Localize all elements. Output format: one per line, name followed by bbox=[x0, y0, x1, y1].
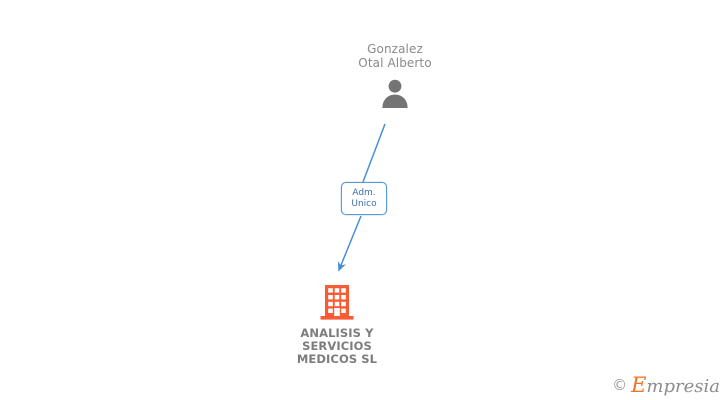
person-icon bbox=[382, 79, 408, 108]
connector-person-to-relation bbox=[362, 123, 386, 183]
brand-rest: mpresia bbox=[646, 376, 720, 397]
person-icon-wrap bbox=[300, 77, 490, 111]
brand-name: Empresia bbox=[631, 375, 720, 396]
relation-label-line2: Unico bbox=[351, 198, 377, 209]
company-name: ANALISIS Y SERVICIOS MEDICOS SL bbox=[296, 326, 378, 366]
watermark: © Empresia bbox=[612, 375, 720, 396]
building-icon bbox=[320, 285, 354, 320]
company-node[interactable]: ANALISIS Y SERVICIOS MEDICOS SL bbox=[242, 281, 432, 366]
copyright-icon: © bbox=[612, 376, 628, 394]
brand-initial: E bbox=[631, 373, 647, 397]
company-icon-wrap bbox=[242, 281, 432, 321]
person-node[interactable]: Gonzalez Otal Alberto bbox=[300, 42, 490, 111]
connector-relation-to-company bbox=[337, 215, 362, 272]
relation-label-box[interactable]: Adm. Unico bbox=[341, 182, 387, 215]
relation-label-line1: Adm. bbox=[352, 187, 376, 198]
person-name: Gonzalez Otal Alberto bbox=[358, 42, 432, 70]
